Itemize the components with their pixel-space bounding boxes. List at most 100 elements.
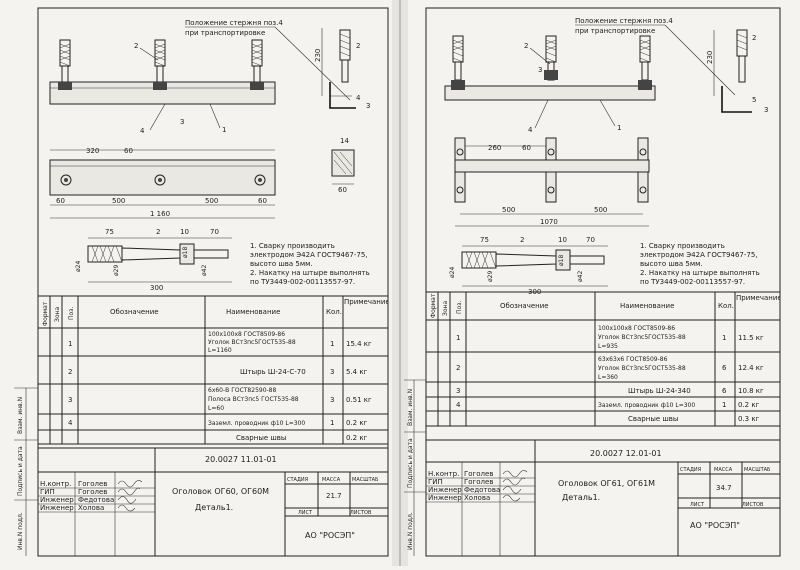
hdr-designation: Обозначение bbox=[500, 302, 549, 310]
side-label: Инв.N подл. bbox=[407, 512, 414, 550]
dim-2: 2 bbox=[156, 228, 160, 236]
row-name-line: L=1160 bbox=[208, 347, 232, 354]
doc-subtitle: Деталь1. bbox=[195, 503, 233, 512]
dim-60: 60 bbox=[124, 147, 133, 155]
mark-4b: 4 bbox=[356, 94, 361, 102]
stud-2 bbox=[544, 35, 558, 81]
col-scale: МАСШТАБ bbox=[352, 477, 379, 483]
callout-line2: при транспортировке bbox=[575, 27, 655, 35]
doc-title: Оголовок ОГ61, ОГ61М bbox=[558, 479, 655, 488]
title-block: 20.0027 11.01-01 Н.контр. ГИП Инженер Ин… bbox=[37, 447, 389, 557]
note-line: электродом Э42А ГОСТ9467-75, bbox=[640, 251, 758, 259]
row-pos: 2 bbox=[68, 368, 72, 376]
role: Инженер bbox=[40, 504, 74, 512]
row-name-line: Сварные швы bbox=[236, 434, 286, 442]
hdr-qty: Кол. bbox=[326, 308, 342, 316]
row-qty: 1 bbox=[722, 334, 726, 342]
dim-230: 230 bbox=[314, 49, 322, 62]
dim-500a: 500 bbox=[502, 206, 515, 214]
note-line: по ТУ3449-002-00113557-97. bbox=[250, 278, 355, 286]
row-qty: 1 bbox=[330, 340, 334, 348]
role: ГИП bbox=[428, 478, 443, 486]
role: Н.контр. bbox=[40, 480, 71, 488]
note-line: по ТУ3449-002-00113557-97. bbox=[640, 278, 745, 286]
side-view: 230 2 4 3 bbox=[314, 28, 370, 110]
row-note: 15.4 кг bbox=[346, 340, 372, 348]
row-note: 0.2 кг bbox=[346, 419, 368, 427]
callout: Положение стержня поз.4 при транспортиро… bbox=[575, 17, 736, 96]
sheet-left: Положение стержня поз.4 при транспортиро… bbox=[14, 7, 389, 557]
person-name: Холова bbox=[78, 504, 104, 512]
row-qty: 3 bbox=[330, 396, 334, 404]
row-note: 0.2 кг bbox=[346, 434, 368, 442]
person-name: Холова bbox=[464, 494, 490, 502]
row-note: 0.51 кг bbox=[346, 396, 372, 404]
role: Инженер bbox=[428, 486, 462, 494]
mark-3b: 3 bbox=[764, 106, 768, 114]
dim-320: 320 bbox=[86, 147, 99, 155]
row-name-line: Уголок ВСт3пс5ГОСТ535-88 bbox=[598, 365, 686, 372]
stud-detail: 75 2 10 70 300 ø24 ø29 ø18 ø42 bbox=[449, 236, 608, 296]
dim-75: 75 bbox=[105, 228, 114, 236]
side-label: Инв.N подл. bbox=[17, 512, 24, 550]
row-name-line: Уголок ВСт3пс5ГОСТ535-88 bbox=[208, 339, 296, 346]
callout: Положение стержня поз.4 при транспортиро… bbox=[185, 19, 351, 101]
row-name-line: Заземл. проводник ф10 L=300 bbox=[208, 420, 305, 427]
angle-beam bbox=[444, 85, 656, 101]
row-name-line: L=360 bbox=[598, 374, 618, 381]
dim-70: 70 bbox=[210, 228, 219, 236]
col-sheets: ЛИСТОВ bbox=[350, 510, 372, 516]
signatures bbox=[502, 470, 528, 502]
dim-260: 260 bbox=[488, 144, 501, 152]
mark-3: 3 bbox=[538, 66, 542, 74]
side-label: Взам. инв.N bbox=[17, 397, 24, 434]
doc-code: 20.0027 11.01-01 bbox=[205, 455, 277, 464]
col-stage: СТАДИЯ bbox=[287, 477, 308, 483]
title-block: 20.0027 12.01-01 Н.контр. ГИП Инженер Ин… bbox=[425, 439, 781, 557]
dim-500b: 500 bbox=[594, 206, 607, 214]
hdr-note-wrap: Примечание bbox=[344, 298, 388, 306]
note-line: электродом Э42А ГОСТ9467-75, bbox=[250, 251, 368, 259]
row-pos: 3 bbox=[456, 387, 460, 395]
mark-2b: 2 bbox=[356, 42, 360, 50]
row-name-line: Полоса ВСт3пс5 ГОСТ535-88 bbox=[208, 396, 299, 403]
row-name-line: L=935 bbox=[598, 343, 618, 350]
stud-detail: 75 2 10 70 300 ø24 ø29 ø18 ø42 bbox=[75, 228, 232, 292]
mark-1: 1 bbox=[617, 124, 621, 132]
side-view: 230 2 5 3 bbox=[706, 29, 768, 114]
notes: 1. Сварку производить электродом Э42А ГО… bbox=[640, 242, 760, 286]
note-line: 2. Накатку на штыре выполнять bbox=[640, 269, 760, 277]
col-sheet: ЛИСТ bbox=[690, 502, 705, 508]
callout-line1: Положение стержня поз.4 bbox=[185, 19, 283, 27]
dim-230: 230 bbox=[706, 51, 714, 64]
stud-1 bbox=[58, 39, 72, 90]
doc-subtitle: Деталь1. bbox=[562, 493, 600, 502]
mark-2: 2 bbox=[524, 42, 528, 50]
row-name-line: 63x63x6 ГОСТ8509-86 bbox=[598, 356, 668, 363]
role: Инженер bbox=[428, 494, 462, 502]
stud-3 bbox=[638, 35, 652, 90]
hdr-name: Наименование bbox=[620, 302, 674, 310]
mark-1: 1 bbox=[222, 126, 226, 134]
mark-3: 3 bbox=[180, 118, 184, 126]
hdr-note: Примечание bbox=[344, 298, 388, 306]
note-line: высото шва 5мм. bbox=[640, 260, 703, 268]
dia-18: ø18 bbox=[182, 247, 189, 258]
hdr-note-wrap: Примечание bbox=[736, 294, 780, 302]
mass-value: 21.7 bbox=[326, 492, 342, 500]
dia-42: ø42 bbox=[201, 265, 208, 276]
row-note: 12.4 кг bbox=[738, 364, 764, 372]
col-mass: МАССА bbox=[714, 467, 733, 473]
side-strip: Взам. инв.N Подпись и дата Инв.N подл. bbox=[14, 387, 38, 556]
sheet-right: Положение стержня поз.4 при транспортиро… bbox=[404, 7, 781, 557]
org-name: АО "РОСЭП" bbox=[305, 531, 355, 540]
hdr-format: Формат bbox=[430, 293, 437, 318]
col-scale: МАСШТАБ bbox=[744, 467, 771, 473]
dia-42: ø42 bbox=[577, 271, 584, 282]
callout-line2: при транспортировке bbox=[185, 29, 265, 37]
front-view: 2 4 1 3 bbox=[49, 39, 276, 135]
strip-detail: 14 60 bbox=[331, 137, 355, 194]
hdr-note: Примечание bbox=[736, 294, 780, 302]
dim-300: 300 bbox=[150, 284, 163, 292]
